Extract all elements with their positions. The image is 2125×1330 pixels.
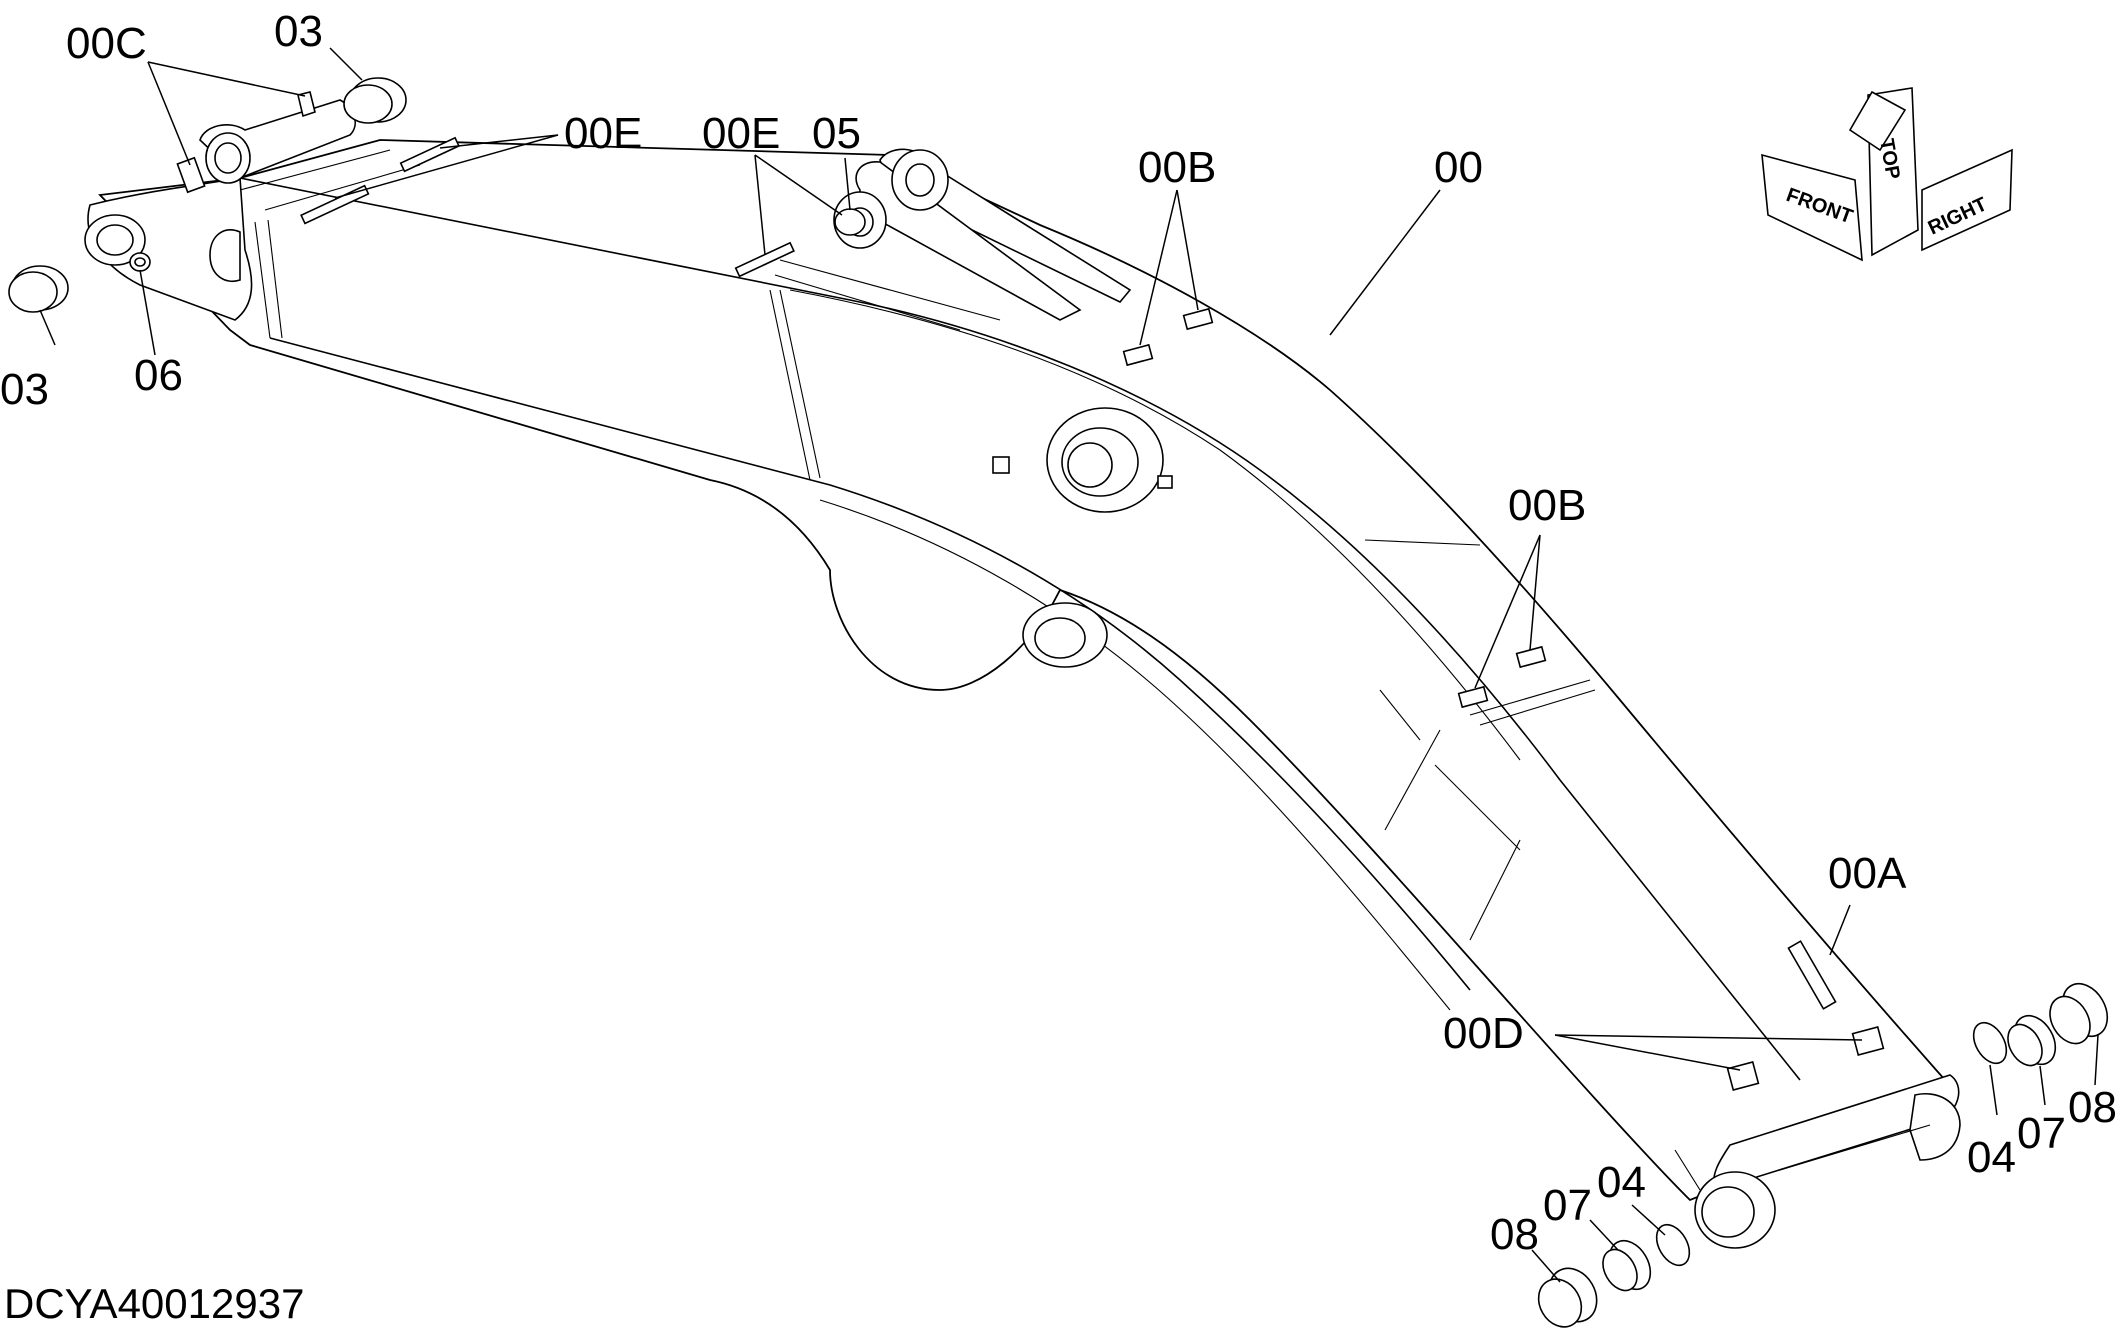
drawing-id: DCYA40012937 bbox=[4, 1280, 304, 1327]
callout-05: 05 bbox=[812, 109, 861, 158]
callout-00: 00 bbox=[1434, 143, 1483, 192]
callout-04-right: 04 bbox=[1967, 1133, 2016, 1182]
callout-00C: 00C bbox=[66, 19, 147, 68]
boom-tip bbox=[1674, 1074, 1961, 1249]
leader-lines bbox=[39, 47, 2099, 1283]
callout-03-top: 03 bbox=[274, 7, 323, 56]
callout-00E-b: 00E bbox=[702, 109, 780, 158]
callout-03-left: 03 bbox=[0, 365, 49, 414]
callout-00A: 00A bbox=[1828, 849, 1907, 898]
callout-labels: 00C 03 03 06 00E 00E 05 00B 00 00B 00A 0… bbox=[0, 7, 2117, 1259]
callout-08-right: 08 bbox=[2068, 1083, 2117, 1132]
boom-foot bbox=[84, 91, 421, 321]
boom-body bbox=[98, 139, 1957, 1202]
callout-00B-b: 00B bbox=[1508, 481, 1586, 530]
callout-00E-a: 00E bbox=[564, 109, 642, 158]
callout-00D: 00D bbox=[1443, 1009, 1524, 1058]
callout-04-bottom: 04 bbox=[1597, 1158, 1646, 1207]
callout-07-bottom: 07 bbox=[1543, 1181, 1592, 1230]
cylinder-mount bbox=[774, 148, 1173, 668]
callout-06: 06 bbox=[134, 351, 183, 400]
orientation-symbol: FRONT TOP RIGHT bbox=[1761, 87, 2013, 262]
callout-00B-a: 00B bbox=[1138, 143, 1216, 192]
callout-08-bottom: 08 bbox=[1490, 1210, 1539, 1259]
callout-07-right: 07 bbox=[2017, 1109, 2066, 1158]
small-parts bbox=[8, 77, 2109, 1328]
